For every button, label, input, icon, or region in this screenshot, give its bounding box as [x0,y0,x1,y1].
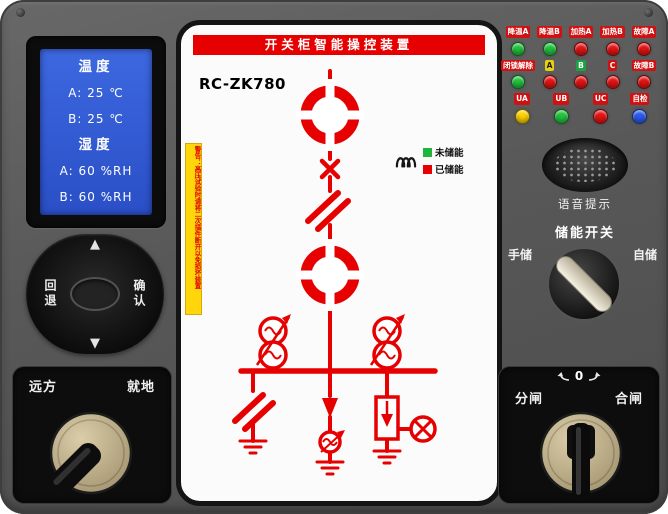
indicator-label: UC [592,93,609,105]
indicator-label: 加热A [568,26,594,38]
nav-center-button[interactable] [70,277,120,311]
nav-down-button[interactable]: ▼ [90,336,100,351]
charge-legend: 未储能 已储能 [393,145,464,176]
charged-label: 已储能 [435,165,464,176]
screw-icon [644,8,653,17]
led [553,108,569,124]
ct-symbol [318,430,344,454]
transformer-symbols [255,316,405,370]
not-charged-swatch [423,147,432,157]
mimic-panel: 开关柜智能操控装置 RC-ZK780 警告：高压试验时请将二次插件断开以免损坏装… [176,20,502,506]
lcd-humidity-a: A: 60 %RH [59,164,133,178]
arrow-heads [282,314,405,438]
zero-marking: 0 [574,369,584,383]
lcd-humidity-title: 湿度 [78,137,114,153]
remote-local-knob[interactable] [13,367,171,503]
legend-not-charged: 未储能 [423,145,464,159]
indicator-leds-row2 [503,75,659,89]
led [514,108,530,124]
voice-prompt-label: 语音提示 [558,197,612,211]
speaker-grille [542,138,628,192]
nav-back-button[interactable]: 回退 [43,279,57,309]
led [511,41,525,56]
ground-symbol [315,460,345,476]
disconnector-blades [305,190,351,232]
led [542,41,557,56]
local-label: 就地 [126,380,155,395]
lcd-bezel: 温度 A: 25 ℃ B: 25 ℃ 湿度 A: 60 %RH B: 60 %R… [26,36,166,228]
led [632,108,648,124]
lcd-temp-title: 温度 [78,59,114,75]
ground-symbol [238,439,268,455]
device-title-banner: 开关柜智能操控装置 [193,35,485,55]
indicator-label: UB [553,93,570,105]
led [605,75,620,89]
remote-label: 远方 [29,380,58,395]
indicator-leds-row3 [503,108,659,124]
led [574,75,588,89]
indicator-label: A [544,59,555,71]
open-close-panel: 0 分闸 合闸 [498,366,660,504]
lcd-temp-a: A: 25 ℃ [68,86,124,100]
led [605,41,620,56]
indicator-label: C [607,59,618,71]
not-charged-label: 未储能 [435,148,464,159]
led [637,75,651,89]
indicator-label: 闭锁解除 [501,59,535,71]
indicator-cluster: 降温A 降温B 加热A 加热B 故障A 闭锁解除 A B C 故障B [501,26,659,128]
nav-confirm-button[interactable]: 确认 [132,279,146,309]
spring-icon [395,156,417,168]
legend-charged: 已储能 [423,162,464,176]
led [511,75,525,89]
rotate-right-arrow-icon [589,371,601,381]
knob-handle [567,423,595,501]
model-number: RC-ZK780 [199,75,286,93]
speaker-holes [554,148,616,182]
indicator-label: 故障A [631,26,657,38]
lcd-screen: 温度 A: 25 ℃ B: 25 ℃ 湿度 A: 60 %RH B: 60 %R… [40,49,152,215]
indicator-label: UA [514,93,530,105]
auto-charge-label: 自储 [633,248,658,262]
open-close-knob[interactable] [499,367,659,503]
led [637,41,651,56]
knob-handle [556,256,612,312]
ground-symbol [372,449,402,465]
rotate-left-arrow-icon [557,371,569,381]
single-line-diagram [232,69,438,476]
indicator-label: 加热B [600,26,625,38]
indicator-labels-row3: UA UB UC 自检 [503,93,659,105]
indicator-label: 自检 [630,93,650,105]
open-breaker-x [319,158,341,180]
indicator-label: 降温A [505,26,531,38]
close-label: 合闸 [614,392,643,407]
lcd-humidity-b: B: 60 %RH [59,190,133,204]
indicator-labels-row1: 降温A 降温B 加热A 加热B 故障A [503,26,659,38]
open-label: 分闸 [515,392,544,407]
remote-local-panel: 远方 就地 [12,366,172,504]
breaker-contact-symbols [296,79,364,311]
lamp-symbol [409,415,437,443]
indicator-labels-row2: 闭锁解除 A B C 故障B [501,59,659,71]
nav-pad: ▲ ▼ 回退 确认 [26,234,164,354]
charge-knob[interactable] [542,242,626,326]
nav-up-button[interactable]: ▲ [90,237,100,252]
lcd-temp-b: B: 25 ℃ [68,112,124,126]
charge-switch-title: 储能开关 [554,226,615,241]
knob-handle [47,442,101,497]
screw-icon [16,8,25,17]
led [542,75,557,89]
earth-switch-blades [232,392,276,432]
spring-return-marking: 0 [499,369,659,383]
warning-sticker: 警告：高压试验时请将二次插件断开以免损坏装置 [185,143,202,315]
led [574,41,588,56]
indicator-label: B [576,59,586,71]
manual-charge-label: 手储 [508,248,533,262]
indicator-leds-row1 [503,41,659,56]
indicator-label: 降温B [537,26,562,38]
led [593,108,609,124]
charged-swatch [423,164,432,174]
indicator-label: 故障B [631,59,657,71]
